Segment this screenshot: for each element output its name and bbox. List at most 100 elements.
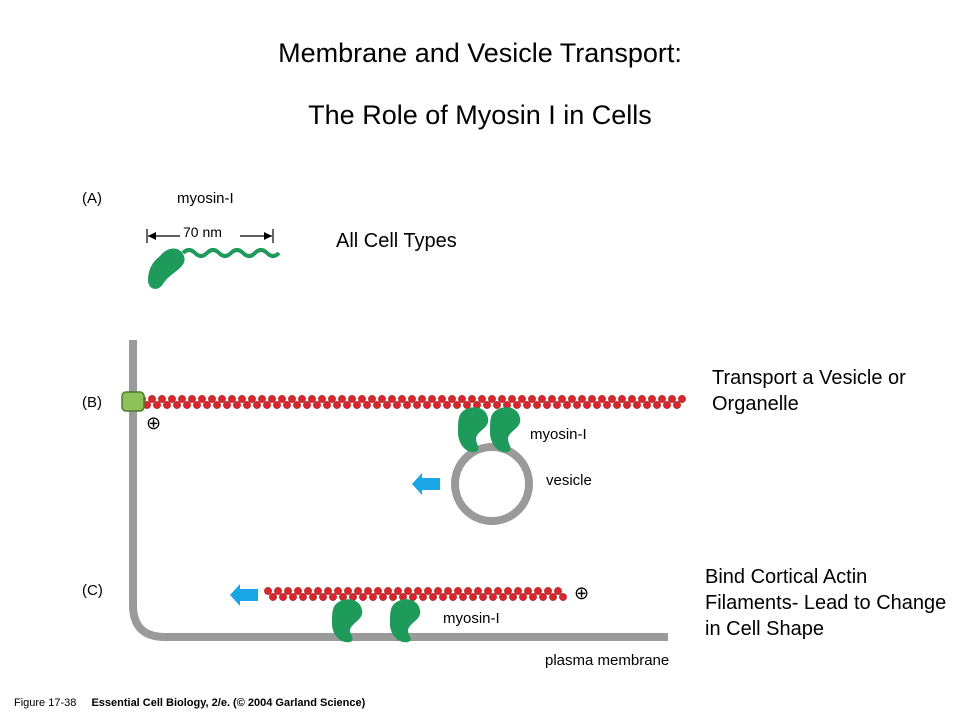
actin-bead — [528, 395, 536, 403]
actin-bead — [233, 401, 241, 409]
actin-bead — [158, 395, 166, 403]
actin-bead — [613, 401, 621, 409]
actin-bead — [273, 401, 281, 409]
actin-bead — [498, 395, 506, 403]
actin-bead — [309, 593, 317, 601]
actin-bead — [289, 593, 297, 601]
actin-bead — [334, 587, 342, 595]
actin-bead — [313, 401, 321, 409]
actin-bead — [539, 593, 547, 601]
actin-bead — [258, 395, 266, 403]
plasma-membrane — [129, 340, 668, 641]
actin-bead — [358, 395, 366, 403]
actin-bead — [518, 395, 526, 403]
actin-bead — [479, 593, 487, 601]
actin-bead — [353, 401, 361, 409]
actin-bead — [328, 395, 336, 403]
actin-bead — [403, 401, 411, 409]
actin-bead — [394, 587, 402, 595]
actin-bead — [383, 401, 391, 409]
myosin-head-c1 — [332, 599, 363, 643]
note-all-cell-types: All Cell Types — [336, 230, 457, 252]
actin-bead — [168, 395, 176, 403]
actin-bead — [238, 395, 246, 403]
actin-bead — [523, 401, 531, 409]
actin-bead — [538, 395, 546, 403]
actin-bead — [274, 587, 282, 595]
actin-bead — [448, 395, 456, 403]
actin-bead — [323, 401, 331, 409]
actin-bead — [573, 401, 581, 409]
actin-bead — [393, 401, 401, 409]
actin-bead — [414, 587, 422, 595]
actin-bead — [413, 401, 421, 409]
actin-bead — [638, 395, 646, 403]
actin-bead — [509, 593, 517, 601]
actin-bead — [543, 401, 551, 409]
actin-bead — [253, 401, 261, 409]
actin-bead — [508, 395, 516, 403]
actin-bead — [344, 587, 352, 595]
actin-bead — [198, 395, 206, 403]
movement-arrow-c — [230, 584, 258, 606]
figure-footer: Figure 17-38 Essential Cell Biology, 2/e… — [14, 697, 365, 709]
actin-bead — [343, 401, 351, 409]
panel-label-c: (C) — [82, 582, 103, 599]
actin-bead — [459, 593, 467, 601]
actin-bead — [438, 395, 446, 403]
actin-bead — [298, 395, 306, 403]
actin-bead — [583, 401, 591, 409]
actin-bead — [183, 401, 191, 409]
actin-bead — [324, 587, 332, 595]
actin-bead — [384, 587, 392, 595]
actin-bead — [478, 395, 486, 403]
actin-bead — [468, 395, 476, 403]
actin-bead — [173, 401, 181, 409]
actin-bead — [678, 395, 686, 403]
actin-bead — [673, 401, 681, 409]
myosin-tail-a — [181, 248, 281, 258]
actin-bead — [404, 587, 412, 595]
actin-bead — [504, 587, 512, 595]
actin-bead — [608, 395, 616, 403]
actin-bead — [359, 593, 367, 601]
actin-bead — [228, 395, 236, 403]
myosin-head-b2 — [490, 407, 521, 453]
actin-bead — [534, 587, 542, 595]
actin-bead — [444, 587, 452, 595]
myosin-label-c: myosin-I — [443, 610, 500, 627]
actin-bead — [568, 395, 576, 403]
myosin-label-b: myosin-I — [530, 426, 587, 443]
panel-label-a: (A) — [82, 190, 102, 207]
actin-bead — [388, 395, 396, 403]
actin-bead — [223, 401, 231, 409]
actin-bead — [278, 395, 286, 403]
actin-bead — [408, 395, 416, 403]
actin-bead — [374, 587, 382, 595]
actin-bead — [483, 401, 491, 409]
actin-bead — [243, 401, 251, 409]
actin-filament-c — [264, 587, 567, 601]
actin-bead — [433, 401, 441, 409]
actin-bead — [628, 395, 636, 403]
vesicle-circle — [451, 443, 533, 525]
actin-bead — [364, 587, 372, 595]
actin-bead — [284, 587, 292, 595]
actin-bead — [489, 593, 497, 601]
actin-bead — [213, 401, 221, 409]
actin-bead — [463, 401, 471, 409]
actin-bead — [469, 593, 477, 601]
myosin-head-c2 — [390, 599, 421, 643]
actin-bead — [474, 587, 482, 595]
actin-bead — [544, 587, 552, 595]
vesicle-label: vesicle — [546, 472, 592, 489]
actin-bead — [598, 395, 606, 403]
actin-bead — [379, 593, 387, 601]
actin-bead — [453, 401, 461, 409]
actin-bead — [588, 395, 596, 403]
actin-bead — [409, 593, 417, 601]
figure-number: Figure 17-38 — [14, 697, 77, 709]
actin-bead — [493, 401, 501, 409]
actin-bead — [428, 395, 436, 403]
actin-bead — [663, 401, 671, 409]
